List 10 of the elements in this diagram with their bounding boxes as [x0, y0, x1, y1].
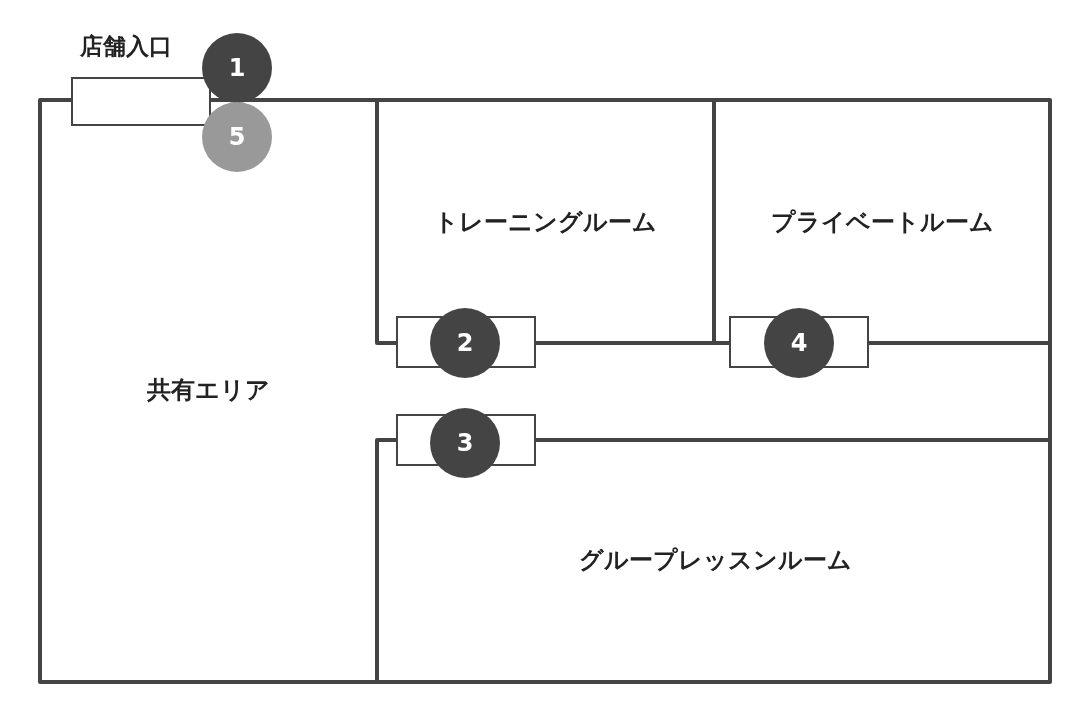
- number-badge: 3: [430, 408, 500, 478]
- number-badge: 1: [202, 33, 272, 103]
- number-badge: 5: [202, 102, 272, 172]
- room-label: グループレッスンルーム: [578, 544, 852, 576]
- entrance-label: 店舗入口: [80, 32, 172, 61]
- room-label: トレーニングルーム: [433, 206, 657, 238]
- room-label: 共有エリア: [146, 374, 270, 406]
- room-label: プライベートルーム: [770, 206, 994, 238]
- number-badge: 2: [430, 308, 500, 378]
- number-badge: 4: [764, 308, 834, 378]
